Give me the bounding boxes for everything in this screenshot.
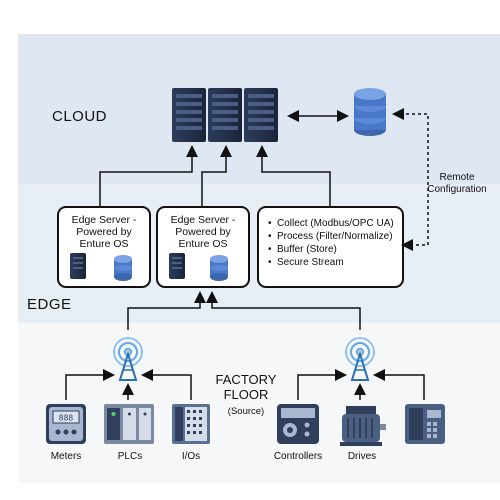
device-label-ios: I/Os [181, 451, 201, 462]
wireless-antenna-icon [113, 337, 143, 381]
ios-to-antenna-arrow [141, 369, 192, 400]
edge1-to-cloud-arrow [99, 145, 198, 206]
cloud-label: CLOUD [52, 108, 108, 125]
pipeline-step: Process (Filter/Normalize) [268, 230, 394, 243]
panel-to-antenna-arrow [373, 369, 425, 400]
antenna1-to-edge-arrow [127, 291, 206, 330]
plc-icon [104, 404, 154, 444]
edge-database-icon [210, 255, 228, 281]
device-label-meters: Meters [50, 451, 82, 462]
data-pipeline-box[interactable]: Collect (Modbus/OPC UA) Process (Filter/… [257, 206, 404, 288]
edge-database-icon [114, 255, 132, 281]
factory-floor-label: FACTORY FLOOR [215, 372, 277, 402]
edge-server-icon [70, 253, 86, 279]
edge-server-icon [169, 253, 185, 279]
edge-server-title-2: Edge Server - Powered by Enture OS [170, 214, 236, 250]
controllers-to-antenna-arrow [297, 369, 347, 400]
edge-label: EDGE [27, 296, 72, 313]
edge-server-box-1[interactable]: Edge Server - Powered by Enture OS [57, 206, 151, 288]
pipeline-to-cloud-arrow [256, 145, 331, 206]
device-label-plcs: PLCs [117, 451, 143, 462]
svg-text:888: 888 [59, 414, 74, 423]
hmi-panel-icon [405, 404, 445, 444]
meters-to-antenna-arrow [65, 369, 115, 400]
cloud-database-icon [354, 88, 386, 136]
controller-icon [277, 404, 319, 444]
edge2-to-cloud-arrow [201, 145, 232, 206]
cloud-server-icon [172, 88, 278, 142]
device-label-controllers: Controllers [273, 451, 323, 462]
factory-floor-sublabel: (Source) [227, 406, 265, 417]
motor-drive-icon [340, 406, 386, 446]
pipeline-step: Secure Stream [268, 256, 394, 269]
pipeline-step: Buffer (Store) [268, 243, 394, 256]
antenna2-to-edge-arrow [206, 291, 361, 330]
io-module-icon [172, 404, 210, 444]
wireless-antenna-icon [345, 337, 375, 381]
remote-configuration-label: Remote Configuration [427, 172, 487, 195]
pipeline-step: Collect (Modbus/OPC UA) [268, 217, 394, 230]
edge-server-title-1: Edge Server - Powered by Enture OS [71, 214, 137, 250]
pipeline-steps-list: Collect (Modbus/OPC UA) Process (Filter/… [267, 217, 394, 269]
device-label-drives: Drives [347, 451, 377, 462]
meter-icon: 888 [46, 404, 86, 444]
remote-configuration-arrow [392, 108, 429, 251]
factory-floor-zone [18, 323, 500, 483]
